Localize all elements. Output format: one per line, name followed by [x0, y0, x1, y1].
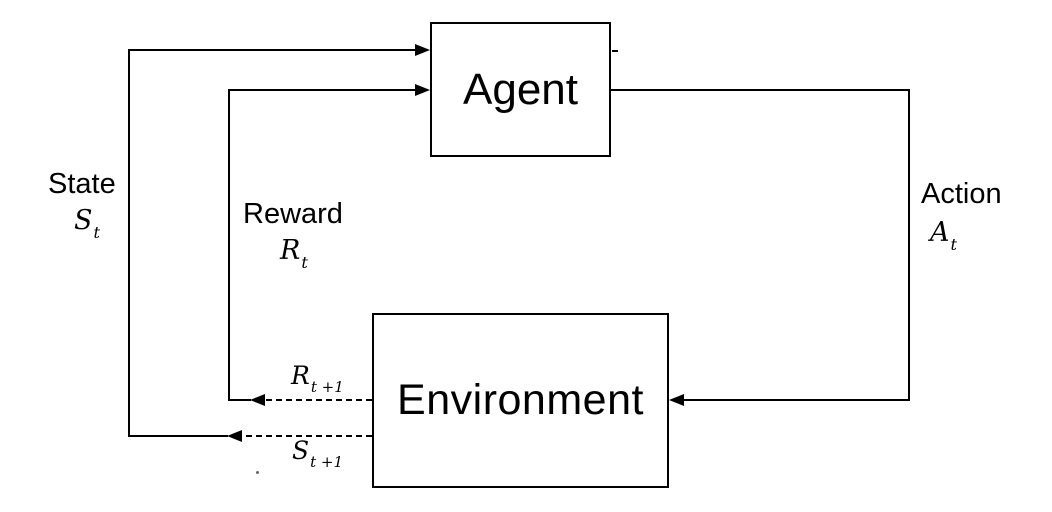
state-label: State: [48, 168, 116, 200]
reward-label: Reward: [243, 198, 343, 230]
reward-next-subscript: t +1: [310, 378, 344, 397]
action-arrowhead-into-environment-icon: [669, 394, 684, 406]
stray-dash-mark: [612, 50, 618, 52]
environment-box: Environment: [372, 313, 669, 488]
action-label: Action: [921, 178, 1002, 210]
state-symbol: St: [74, 205, 100, 240]
reward-symbol-subscript: t: [301, 252, 308, 272]
state-next-arrowhead-icon: [227, 430, 242, 442]
reward-symbol-base: R: [280, 235, 301, 266]
agent-box: Agent: [430, 22, 611, 157]
state-arrowhead-into-agent-icon: [415, 44, 430, 56]
agent-label: Agent: [463, 64, 578, 114]
reward-next-base: R: [291, 361, 310, 390]
stray-dot-mark: [256, 471, 259, 474]
environment-label: Environment: [397, 376, 644, 424]
action-symbol-subscript: t: [950, 234, 958, 254]
state-next-base: S: [292, 436, 310, 465]
state-symbol-subscript: t: [93, 222, 101, 242]
reward-next-arrowhead-icon: [250, 394, 265, 406]
action-loop-line: [611, 89, 910, 401]
action-symbol: At: [930, 217, 957, 252]
state-symbol-base: S: [74, 205, 93, 236]
reward-symbol: Rt: [280, 235, 308, 270]
state-next-subscript: t +1: [310, 453, 344, 472]
reward-loop-line: [228, 89, 416, 401]
action-symbol-base: A: [930, 217, 950, 248]
state-next-symbol: St +1: [292, 436, 343, 470]
reward-arrowhead-into-agent-icon: [415, 84, 430, 96]
state-loop-line: [128, 49, 416, 437]
reward-next-symbol: Rt +1: [291, 361, 344, 395]
